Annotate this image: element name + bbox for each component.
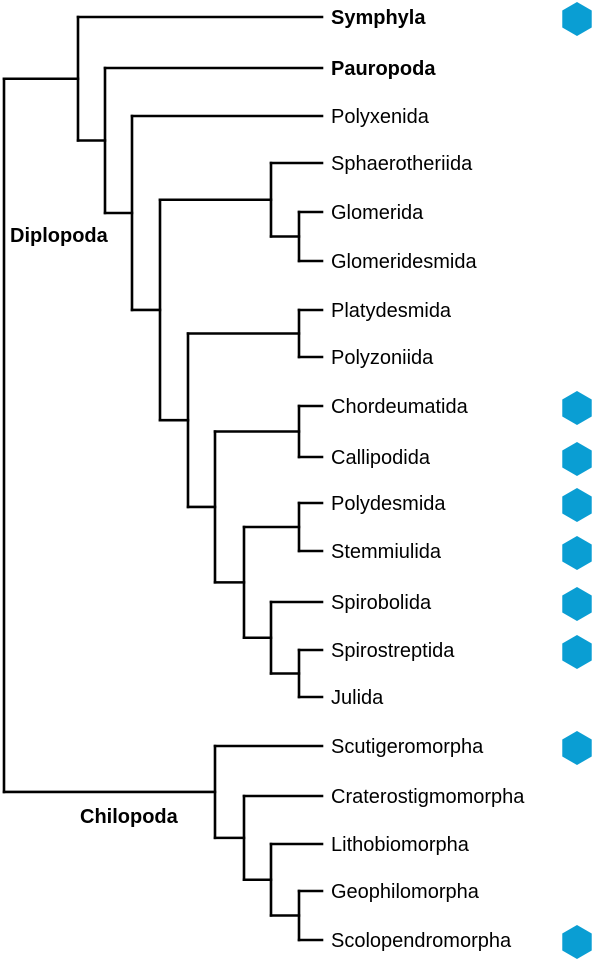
- taxon-label-glomerida: Glomerida: [331, 202, 424, 224]
- hexagon-icon-chordeumatida: [562, 391, 592, 425]
- taxon-label-julida: Julida: [331, 687, 384, 709]
- taxon-label-stemmiulida: Stemmiulida: [331, 541, 442, 563]
- taxon-label-polyxenida: Polyxenida: [331, 106, 430, 128]
- clade-label-diplopoda: Diplopoda: [10, 225, 109, 247]
- tree-branches: [2, 15, 324, 942]
- hexagon-icon-symphyla: [562, 2, 592, 36]
- taxon-label-spirobolida: Spirobolida: [331, 592, 432, 614]
- clade-label-chilopoda: Chilopoda: [80, 806, 179, 828]
- hexagon-icon-scolopendromorpha: [562, 925, 592, 959]
- hexagon-icon-spirobolida: [562, 587, 592, 621]
- taxon-label-lithobiomorpha: Lithobiomorpha: [331, 834, 470, 856]
- hexagon-icon-stemmiulida: [562, 536, 592, 570]
- taxon-label-craterostigmomorpha: Craterostigmomorpha: [331, 786, 525, 808]
- hexagon-icon-callipodida: [562, 442, 592, 476]
- taxon-label-polydesmida: Polydesmida: [331, 493, 446, 515]
- taxon-label-glomeridesmida: Glomeridesmida: [331, 251, 477, 273]
- hexagon-icon-spirostreptida: [562, 635, 592, 669]
- taxon-labels: SymphylaPauropodaPolyxenidaSphaerotherii…: [331, 7, 525, 952]
- taxon-label-sphaerotheriida: Sphaerotheriida: [331, 153, 473, 175]
- hexagon-icon-scutigeromorpha: [562, 731, 592, 765]
- taxon-label-scutigeromorpha: Scutigeromorpha: [331, 736, 484, 758]
- taxon-label-geophilomorpha: Geophilomorpha: [331, 881, 480, 903]
- taxon-label-callipodida: Callipodida: [331, 447, 431, 469]
- taxon-label-polyzoniida: Polyzoniida: [331, 347, 434, 369]
- taxon-label-platydesmida: Platydesmida: [331, 300, 452, 322]
- taxon-label-symphyla: Symphyla: [331, 7, 426, 29]
- hexagon-markers: [562, 2, 592, 959]
- taxon-label-chordeumatida: Chordeumatida: [331, 396, 469, 418]
- hexagon-icon-polydesmida: [562, 488, 592, 522]
- taxon-label-scolopendromorpha: Scolopendromorpha: [331, 930, 512, 952]
- taxon-label-pauropoda: Pauropoda: [331, 58, 436, 80]
- taxon-label-spirostreptida: Spirostreptida: [331, 640, 455, 662]
